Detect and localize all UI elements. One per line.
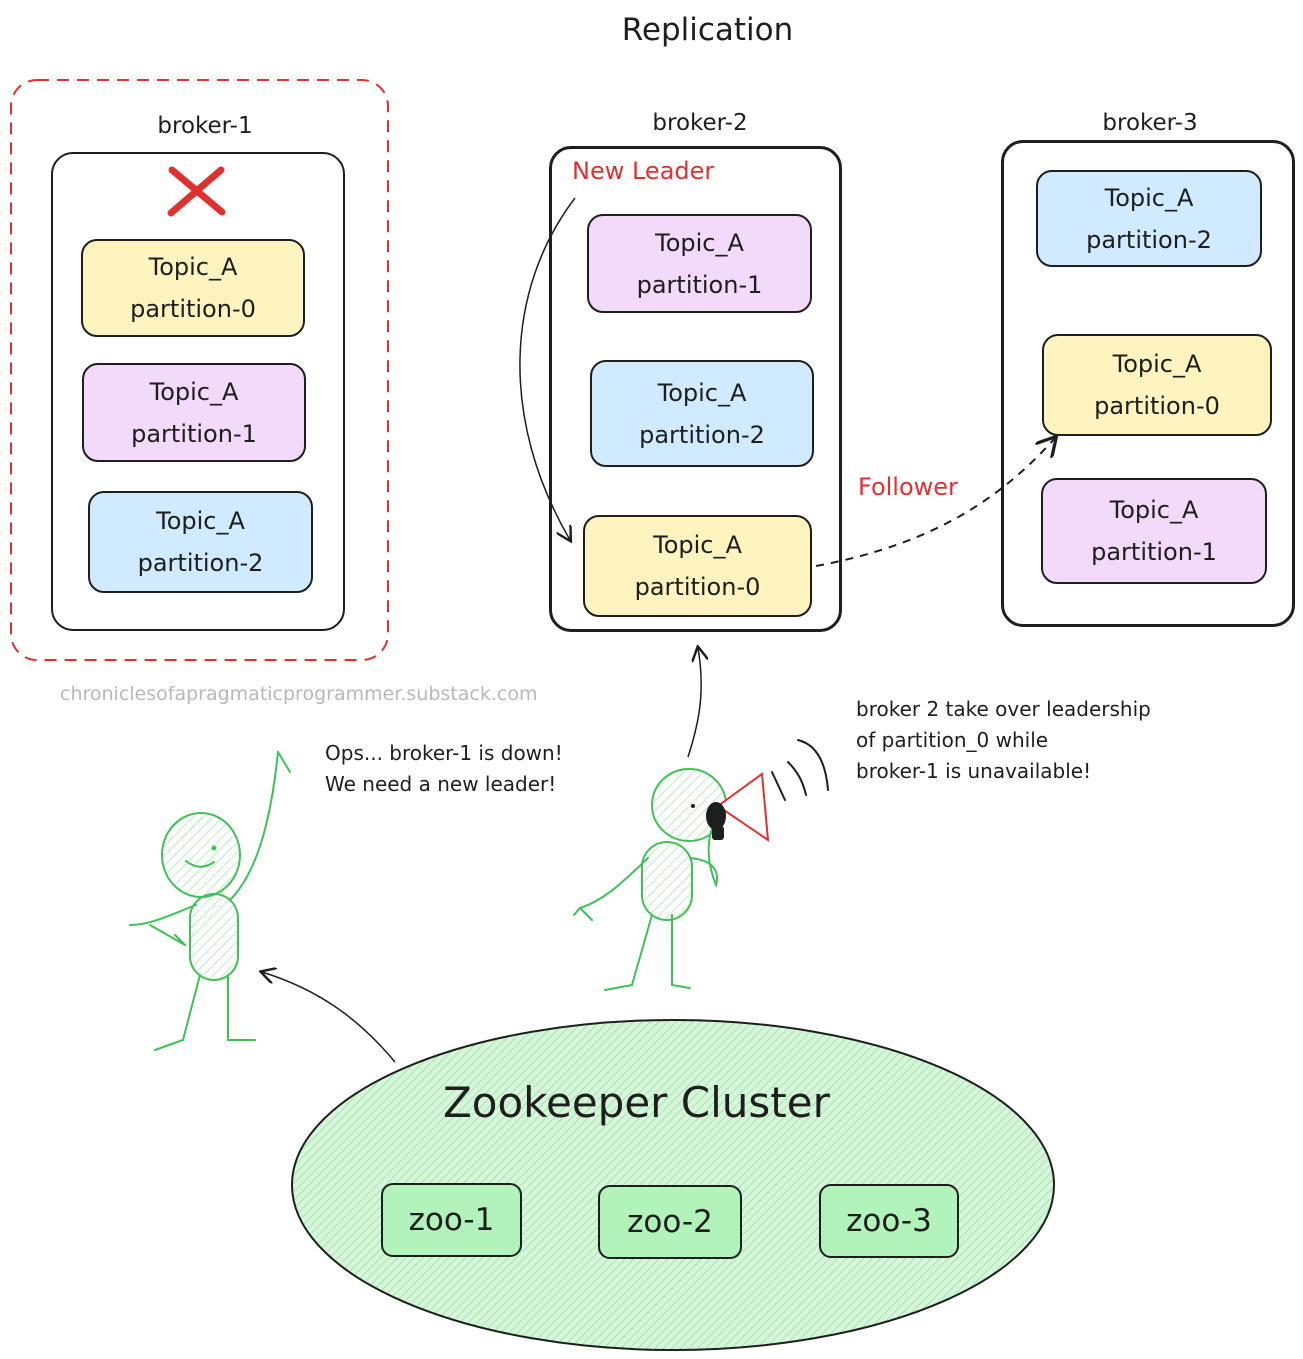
broker-1-partition-0: Topic_A partition-0 [81,239,305,337]
broker-3-partition-2: Topic_A partition-2 [1036,170,1262,267]
broker-2-partition-0: Topic_A partition-0 [583,515,812,617]
broker-1-partition-2: Topic_A partition-2 [88,491,313,593]
diagram-title: Replication [621,12,794,48]
sound-waves-icon [771,739,829,801]
broker-1-label: broker-1 [157,113,253,139]
failed-broker-region [10,79,389,661]
follower-label: Follower [858,473,958,501]
leader-announcer-figure [573,768,727,991]
leader-change-note: broker 2 take over leadership of partiti… [856,697,1151,783]
partition-name: partition-2 [137,549,264,577]
megaphone-icon [706,772,770,843]
partition-topic: Topic_A [653,531,742,559]
zoo-node-2: zoo-2 [598,1185,742,1259]
new-leader-label: New Leader [572,157,715,185]
broker-down-icon [167,166,226,217]
partition-name: partition-1 [1091,538,1217,566]
broker-1-partition-1: Topic_A partition-1 [82,363,306,462]
ops-note: Ops... broker-1 is down! We need a new l… [325,741,563,796]
follower-replication-arrow [815,438,1055,567]
partition-topic: Topic_A [1112,350,1202,378]
partition-topic: Topic_A [149,377,239,406]
partition-name: partition-0 [1094,392,1220,420]
partition-name: partition-2 [639,420,765,449]
partition-name: partition-2 [1086,225,1212,254]
watermark-text: chroniclesofapragmaticprogrammer.substac… [60,683,538,705]
zookeeper-title: Zookeeper Cluster [443,1078,830,1127]
broker-2-partition-2: Topic_A partition-2 [590,360,814,467]
zoo-node-1: zoo-1 [381,1183,522,1257]
partition-topic: Topic_A [148,253,238,281]
partition-topic: Topic_A [156,507,245,535]
partition-name: partition-1 [636,270,763,299]
partition-name: partition-1 [131,419,257,448]
broker-2-label: broker-2 [652,110,748,136]
broker-2-partition-1: Topic_A partition-1 [587,214,812,313]
partition-topic: Topic_A [1109,496,1199,524]
ops-person-figure [129,751,291,1051]
zoo-node-3: zoo-3 [819,1184,959,1258]
partition-topic: Topic_A [1104,183,1194,212]
announce-arrow [687,648,701,758]
broker-3-label: broker-3 [1102,110,1198,136]
broker-2-box [549,146,842,632]
partition-name: partition-0 [634,573,761,601]
partition-topic: Topic_A [657,378,747,407]
zookeeper-notify-arrow [262,972,396,1063]
partition-topic: Topic_A [655,228,744,257]
partition-name: partition-0 [130,295,256,323]
broker-3-partition-0: Topic_A partition-0 [1042,334,1272,436]
broker-3-partition-1: Topic_A partition-1 [1041,478,1267,584]
broker-3-box [1001,140,1295,627]
broker-1-box [51,152,345,631]
announcer-eye-icon [691,804,695,808]
